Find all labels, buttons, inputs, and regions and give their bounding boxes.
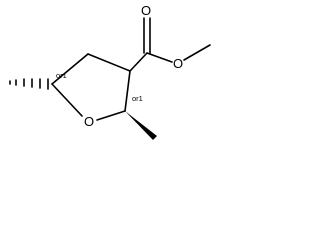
carbonyl-oxygen-label: O xyxy=(141,3,151,18)
bond-c4-c3 xyxy=(87,53,131,72)
stereo-label-c2: or1 xyxy=(132,94,143,103)
molecule-structure: O O O or1 or1 xyxy=(9,3,211,140)
wedge-methyl-bond xyxy=(125,111,157,140)
ester-oxygen-label: O xyxy=(173,56,183,71)
bond-ester-oxygen-methyl xyxy=(183,44,211,61)
hashed-methyl-bond xyxy=(9,78,49,90)
bonds xyxy=(9,17,211,140)
bond-c3-c2 xyxy=(124,70,131,112)
bond-c3-carbonyl-carbon xyxy=(129,52,148,72)
bond-c5-c4 xyxy=(51,53,89,85)
bond-carbonyl-ester-oxygen xyxy=(146,52,173,63)
bond-o1-c5 xyxy=(51,83,83,117)
stereo-labels: or1 or1 xyxy=(56,71,143,103)
atom-labels: O O O xyxy=(84,3,183,129)
bond-c2-o1 xyxy=(96,110,126,121)
stereo-label-c5: or1 xyxy=(56,71,67,80)
ring-oxygen-label: O xyxy=(84,114,94,129)
